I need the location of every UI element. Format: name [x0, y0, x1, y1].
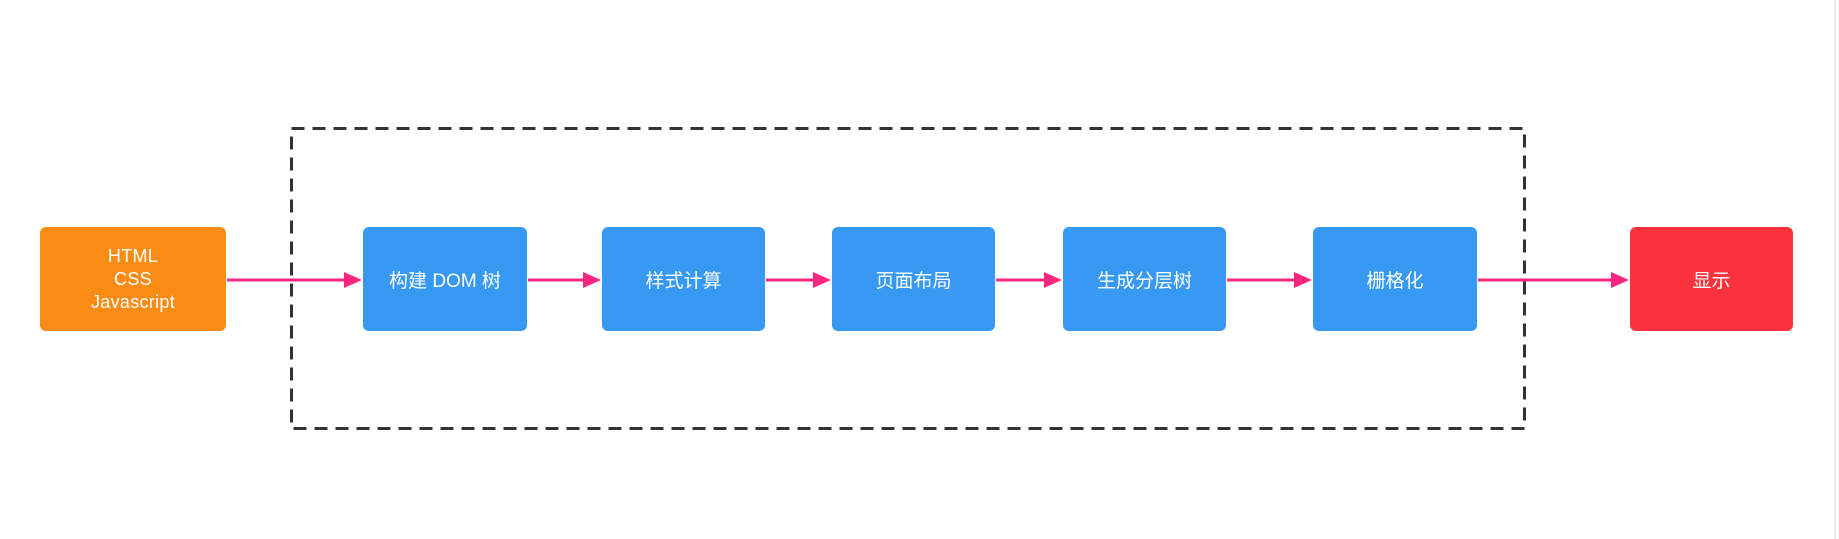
stage-label: 生成分层树: [1096, 270, 1192, 292]
stage-label: 栅格化: [1366, 270, 1424, 292]
flow-arrow-source-to-dom: [227, 272, 362, 288]
stage-label: 构建 DOM 树: [389, 270, 501, 292]
flow-arrow-style-to-layout: [766, 272, 831, 288]
output-label: 显示: [1692, 270, 1731, 292]
flow-arrow-dom-to-style: [528, 272, 601, 288]
node-style-calculation: 样式计算: [602, 227, 765, 331]
stage-label: 页面布局: [875, 270, 952, 292]
flow-arrow-layout-to-layertree: [996, 272, 1062, 288]
page-edge-line: [1834, 0, 1836, 539]
node-layer-tree: 生成分层树: [1063, 227, 1226, 331]
source-line-css: CSS: [114, 268, 152, 289]
flow-arrow-raster-to-display: [1478, 272, 1629, 288]
stage-label: 样式计算: [645, 270, 722, 292]
renderer-process-dashed-boundary: [290, 127, 1526, 430]
node-rasterization: 栅格化: [1313, 227, 1477, 331]
flow-arrow-layertree-to-raster: [1227, 272, 1312, 288]
node-build-dom-tree: 构建 DOM 树: [363, 227, 527, 331]
node-source-files: HTML CSS Javascript: [40, 227, 226, 331]
node-page-layout: 页面布局: [832, 227, 995, 331]
node-display: 显示: [1630, 227, 1793, 331]
source-line-javascript: Javascript: [90, 291, 176, 312]
source-line-html: HTML: [107, 245, 159, 266]
